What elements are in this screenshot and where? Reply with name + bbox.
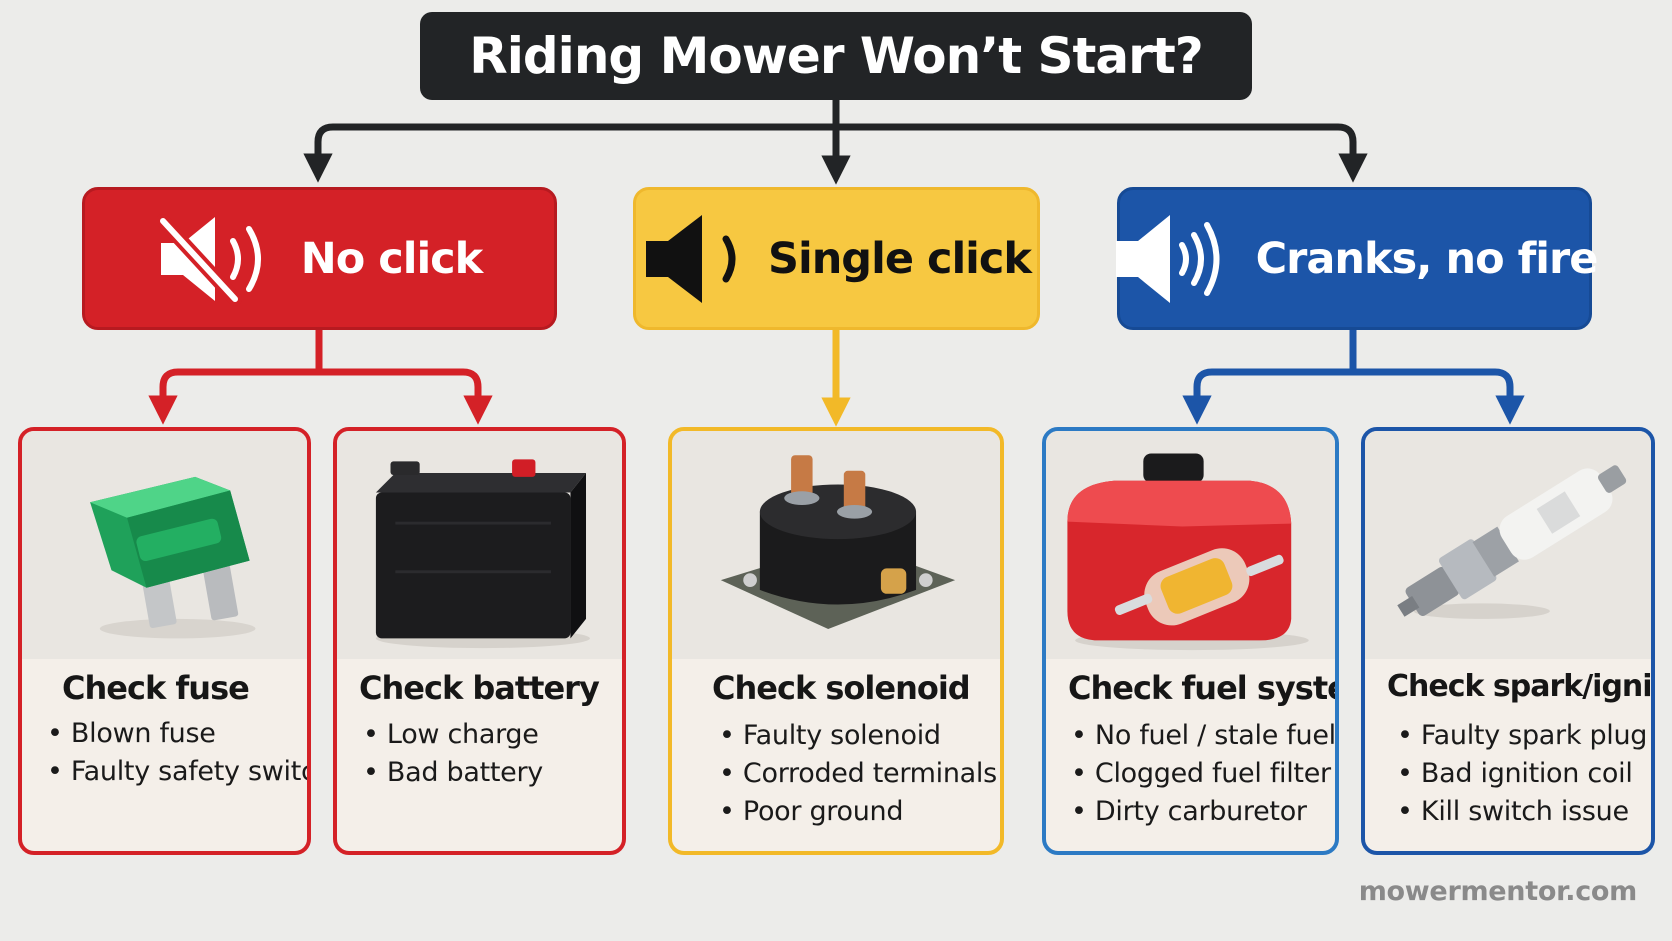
list-item: No fuel / stale fuel bbox=[1071, 717, 1335, 755]
site-url: mowermentor.com bbox=[1358, 876, 1638, 907]
list-item: Poor ground bbox=[719, 793, 997, 831]
card-title: Check battery bbox=[359, 669, 600, 707]
no-click-connectors bbox=[148, 330, 493, 425]
fuse-image bbox=[22, 431, 307, 659]
list-item: Corroded terminals bbox=[719, 755, 997, 793]
list-item: Faulty solenoid bbox=[719, 717, 997, 755]
card-check-spark-ignition: Check spark/ignition Faulty spark plug B… bbox=[1361, 427, 1655, 855]
category-no-click: No click bbox=[82, 187, 557, 330]
category-single-click: Single click bbox=[633, 187, 1040, 330]
fuel-tank-filter-image bbox=[1046, 431, 1335, 659]
cause-list: Faulty solenoid Corroded terminals Poor … bbox=[719, 717, 997, 831]
list-item: Bad battery bbox=[363, 754, 543, 792]
cranks-connectors bbox=[1182, 330, 1525, 425]
card-title: Check spark/ignition bbox=[1387, 669, 1652, 704]
cause-list: Low charge Bad battery bbox=[363, 716, 543, 792]
card-title: Check fuel system bbox=[1068, 669, 1335, 707]
spark-plug-image bbox=[1365, 431, 1651, 659]
list-item: Blown fuse bbox=[47, 715, 307, 753]
list-item: Faulty safety switch bbox=[47, 753, 307, 791]
speaker-low-icon bbox=[645, 214, 736, 303]
list-item: Low charge bbox=[363, 716, 543, 754]
category-label: No click bbox=[300, 233, 484, 284]
card-check-fuel-system: Check fuel system No fuel / stale fuel C… bbox=[1042, 427, 1339, 855]
category-label: Single click bbox=[767, 233, 1032, 284]
card-title: Check solenoid bbox=[712, 669, 971, 707]
list-item: Clogged fuel filter bbox=[1071, 755, 1335, 793]
speaker-muted-icon bbox=[156, 213, 261, 306]
card-title: Check fuse bbox=[62, 669, 250, 707]
title-connectors bbox=[303, 100, 1368, 185]
battery-image bbox=[337, 431, 622, 659]
card-check-solenoid: Check solenoid Faulty solenoid Corroded … bbox=[668, 427, 1004, 855]
cause-list: No fuel / stale fuel Clogged fuel filter… bbox=[1071, 717, 1335, 831]
cause-list: Blown fuse Faulty safety switch bbox=[47, 715, 307, 791]
speaker-loud-icon bbox=[1115, 214, 1219, 303]
solenoid-image bbox=[672, 431, 1000, 659]
card-check-battery: Check battery Low charge Bad battery bbox=[333, 427, 626, 855]
category-label: Cranks, no fire bbox=[1255, 233, 1599, 284]
page-title: Riding Mower Won’t Start? bbox=[469, 27, 1203, 85]
title-box: Riding Mower Won’t Start? bbox=[420, 12, 1252, 100]
list-item: Faulty spark plug bbox=[1397, 717, 1648, 755]
list-item: Dirty carburetor bbox=[1071, 793, 1335, 831]
cause-list: Faulty spark plug Bad ignition coil Kill… bbox=[1397, 717, 1648, 831]
list-item: Kill switch issue bbox=[1397, 793, 1647, 831]
list-item: Bad ignition coil bbox=[1397, 755, 1647, 793]
card-check-fuse: Check fuse Blown fuse Faulty safety swit… bbox=[18, 427, 311, 855]
category-cranks-no-fire: Cranks, no fire bbox=[1115, 187, 1598, 330]
